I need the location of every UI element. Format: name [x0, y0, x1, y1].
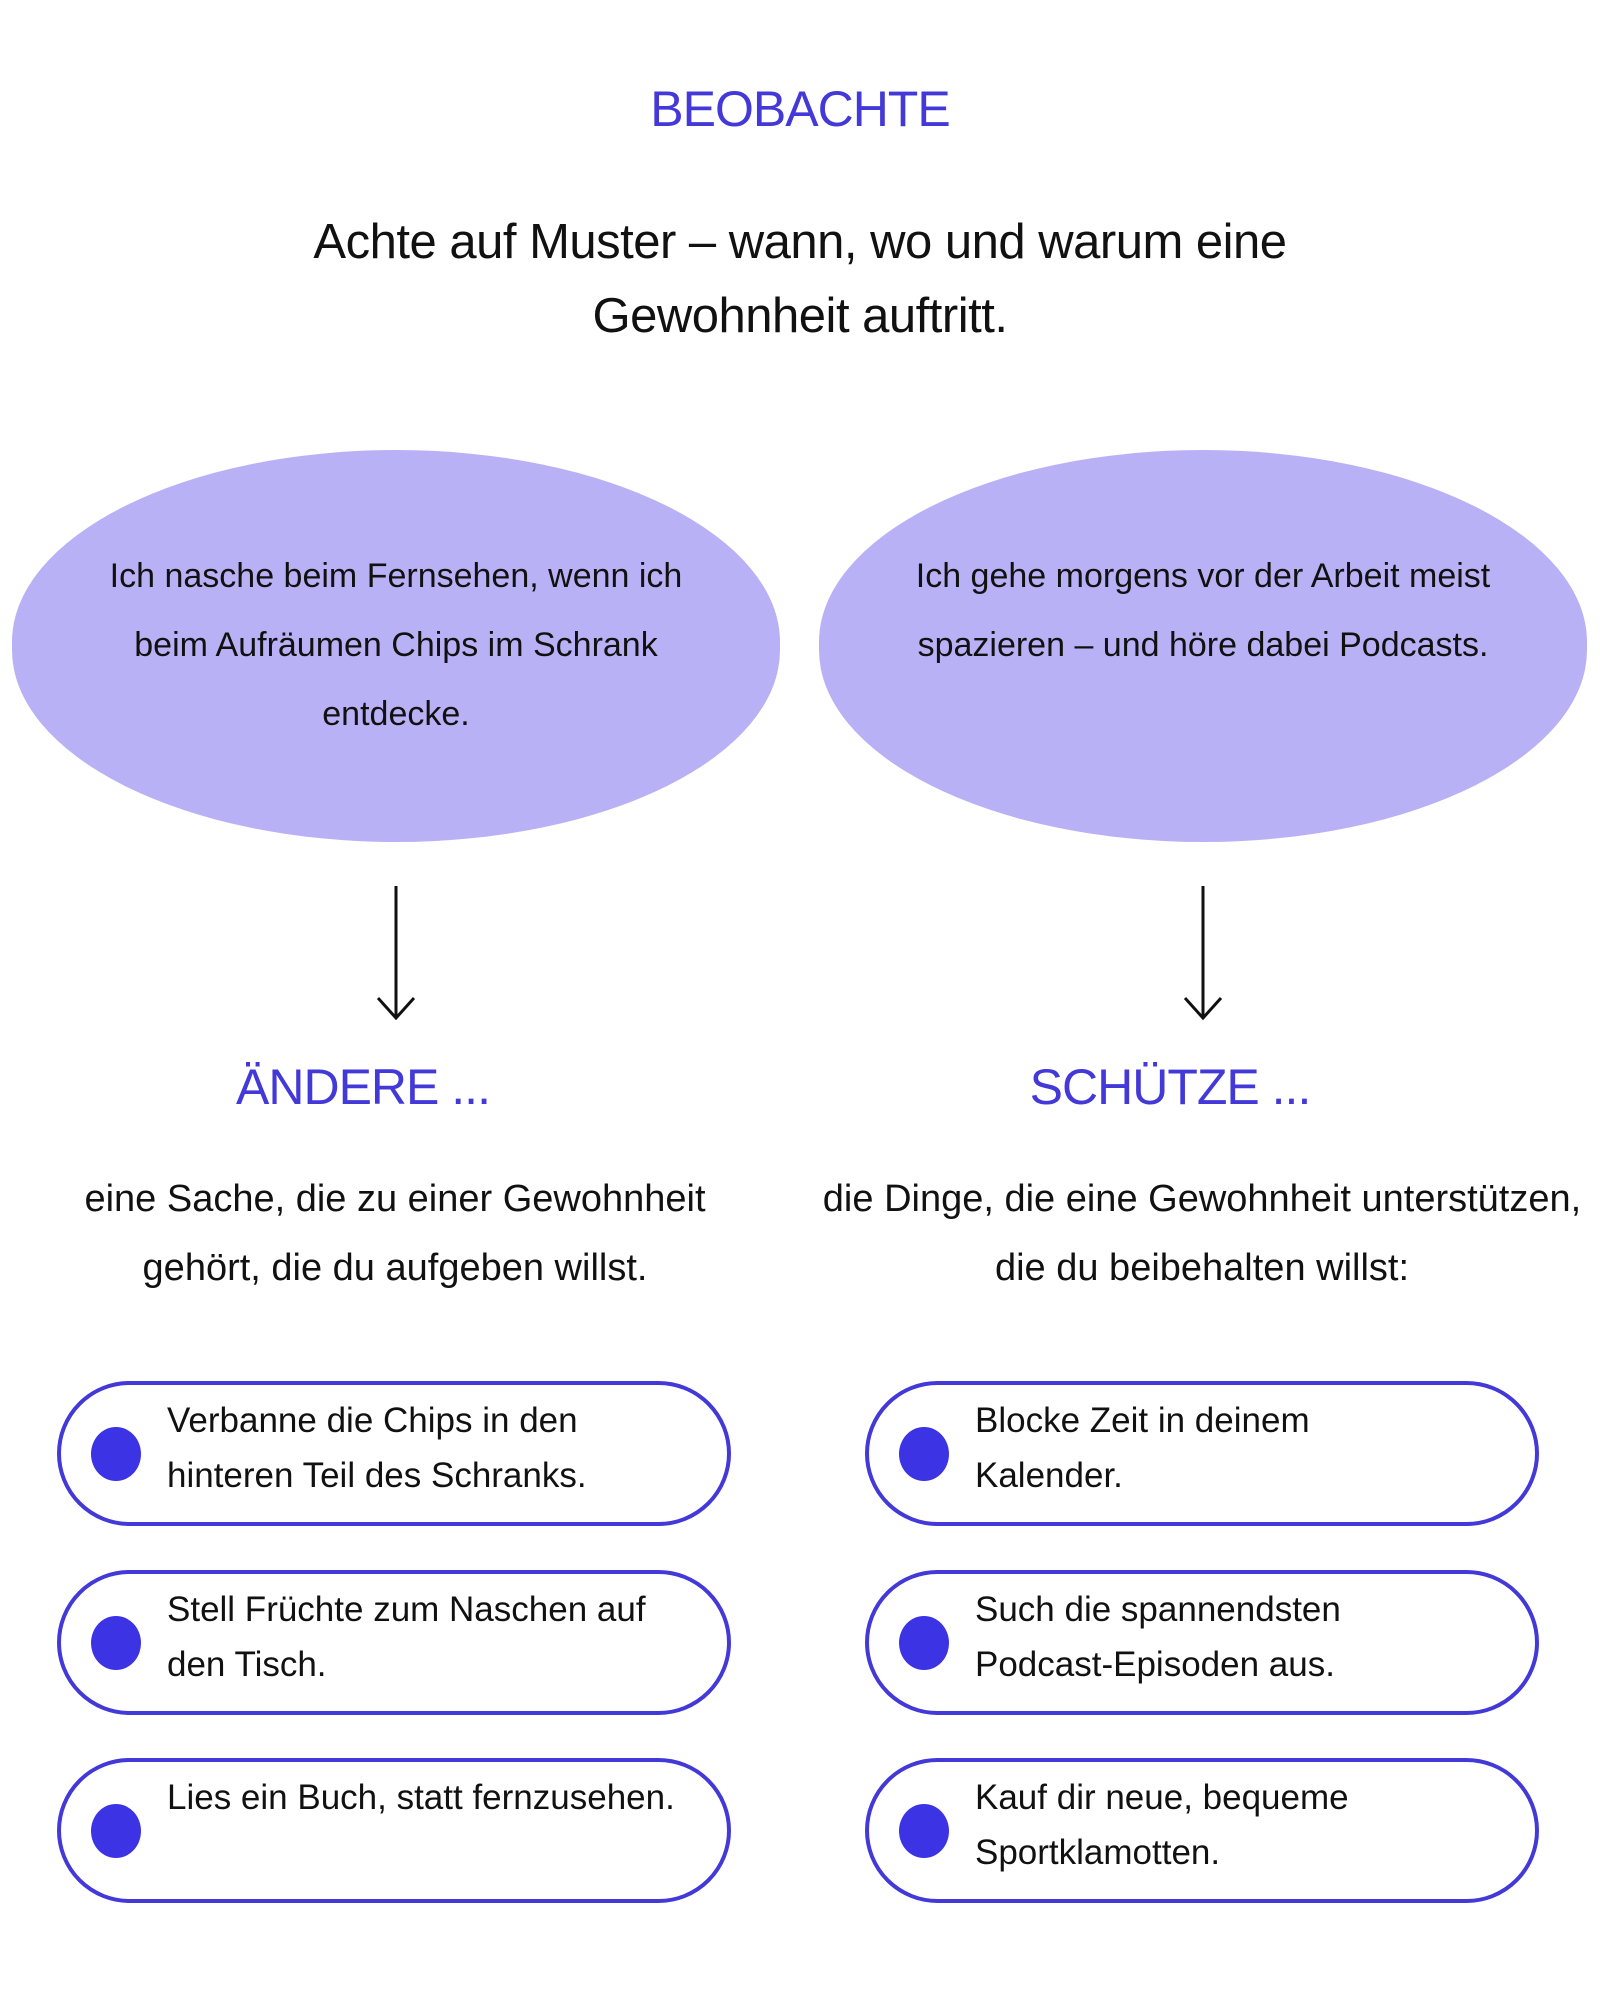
page-title: BEOBACHTE — [650, 81, 950, 137]
heading-protect: SCHÜTZE ... — [1029, 1059, 1312, 1115]
description-protect: die Dinge, die eine Gewohnheit unterstüt… — [822, 1178, 1582, 1289]
example-bubble-right: Ich gehe morgens vor der Arbeit meist sp… — [819, 450, 1587, 842]
bullet-dot-icon — [91, 1803, 141, 1858]
heading-change: ÄNDERE ... — [236, 1059, 491, 1115]
example-bubble-left: Ich nasche beim Fernsehen, wenn ich beim… — [12, 450, 780, 842]
list-item: Lies ein Buch, statt fernzusehen. — [57, 1758, 731, 1903]
bullet-dot-icon — [899, 1615, 949, 1670]
list-item: Such die spannendsten Podcast-Episoden a… — [865, 1570, 1539, 1715]
bullet-dot-icon — [91, 1426, 141, 1481]
list-item: Stell Früchte zum Naschen auf den Tisch. — [57, 1570, 731, 1715]
example-text-right: Ich gehe morgens vor der Arbeit meist sp… — [915, 557, 1491, 664]
example-text-left: Ich nasche beim Fernsehen, wenn ich beim… — [109, 557, 683, 733]
list-item: Blocke Zeit in deinem Kalender. — [865, 1381, 1539, 1526]
list-item: Verbanne die Chips in den hinteren Teil … — [57, 1381, 731, 1526]
page-subtitle: Achte auf Muster – wann, wo und warum ei… — [313, 215, 1287, 343]
arrow-down-icon — [376, 886, 416, 1021]
description-change: eine Sache, die zu einer Gewohnheit gehö… — [84, 1178, 706, 1289]
bullet-dot-icon — [899, 1426, 949, 1481]
arrow-down-icon — [1183, 886, 1223, 1021]
bullet-dot-icon — [91, 1615, 141, 1670]
bullet-dot-icon — [899, 1803, 949, 1858]
list-item: Kauf dir neue, bequeme Sportklamotten. — [865, 1758, 1539, 1903]
